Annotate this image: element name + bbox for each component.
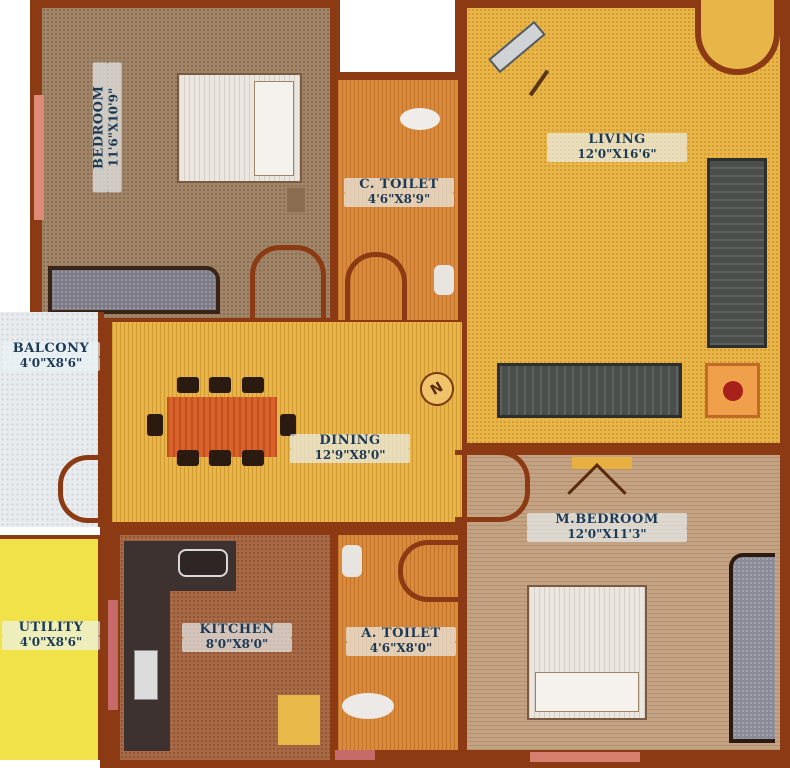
room-balcony: BALCONY 4'0"X8'6" <box>0 312 104 527</box>
lamp-icon <box>528 69 550 97</box>
label-utility: UTILITY 4'0"X8'6" <box>2 620 100 650</box>
label-m-bedroom: M.BEDROOM 12'0"X11'3" <box>527 512 687 542</box>
c-toilet-dimensions: 4'6"X8'9" <box>344 192 454 207</box>
bedroom-window <box>34 95 44 220</box>
chair-icon <box>209 377 231 393</box>
balcony-door-arc <box>58 455 108 523</box>
chair-icon <box>242 450 264 466</box>
sofa-vertical-icon <box>707 158 767 348</box>
m-bedroom-door-arc <box>455 450 530 522</box>
wash-basin-icon <box>400 108 440 130</box>
label-a-toilet: A. TOILET 4'6"X8'0" <box>346 626 456 656</box>
sofa-horizontal-icon <box>497 363 682 418</box>
room-bedroom: BEDROOM 11'6"X10'9" <box>42 8 330 318</box>
kitchen-dimensions: 8'0"X8'0" <box>182 637 292 652</box>
balcony-dimensions: 4'0"X8'6" <box>2 356 100 371</box>
chair-icon <box>242 377 264 393</box>
label-balcony: BALCONY 4'0"X8'6" <box>2 341 100 371</box>
room-kitchen: KITCHEN 8'0"X8'0" <box>120 535 330 760</box>
side-table-icon <box>705 363 760 418</box>
kitchen-name: KITCHEN <box>182 622 292 638</box>
bedroom-name: BEDROOM <box>92 62 108 193</box>
room-utility: UTILITY 4'0"X8'6" <box>0 535 104 760</box>
bedroom-door-arc <box>250 245 326 325</box>
bedroom-dimensions: 11'6"X10'9" <box>107 62 122 193</box>
a-toilet-name: A. TOILET <box>346 626 456 642</box>
living-dimensions: 12'0"X16'6" <box>547 147 687 162</box>
pillow-icon <box>535 672 639 712</box>
window-marker <box>572 457 632 469</box>
room-dining: N DINING 12'9"X8'0" <box>112 322 462 522</box>
m-bedroom-name: M.BEDROOM <box>527 512 687 528</box>
wc-icon <box>342 693 394 719</box>
compass-icon: N <box>413 365 461 413</box>
bed-icon <box>527 585 647 720</box>
chair-icon <box>177 450 199 466</box>
c-toilet-name: C. TOILET <box>344 177 454 193</box>
m-bedroom-dimensions: 12'0"X11'3" <box>527 527 687 542</box>
living-name: LIVING <box>547 132 687 148</box>
label-bedroom: BEDROOM 11'6"X10'9" <box>92 62 122 193</box>
label-kitchen: KITCHEN 8'0"X8'0" <box>182 622 292 652</box>
sink-icon <box>134 650 158 700</box>
utility-dimensions: 4'0"X8'6" <box>2 635 100 650</box>
a-toilet-door-arc <box>398 540 458 602</box>
dining-table-icon <box>167 397 277 457</box>
dining-dimensions: 12'9"X8'0" <box>290 448 410 463</box>
side-table-icon <box>287 188 305 212</box>
bed-icon <box>177 73 302 183</box>
a-toilet-dimensions: 4'6"X8'0" <box>346 641 456 656</box>
wardrobe-icon <box>729 553 775 743</box>
chair-icon <box>147 414 163 436</box>
balcony-name: BALCONY <box>2 341 100 357</box>
label-living: LIVING 12'0"X16'6" <box>547 132 687 162</box>
chair-icon <box>280 414 296 436</box>
a-toilet-window <box>335 750 375 760</box>
pillow-icon <box>254 81 294 176</box>
m-bedroom-window <box>530 752 640 762</box>
living-entry-arc <box>695 0 780 75</box>
fridge-icon <box>278 695 320 745</box>
chair-icon <box>209 450 231 466</box>
lamp-icon <box>723 381 743 401</box>
dining-name: DINING <box>290 433 410 449</box>
wash-basin-icon <box>342 545 362 577</box>
kitchen-counter-side <box>124 541 170 751</box>
utility-name: UTILITY <box>2 620 100 636</box>
room-living: LIVING 12'0"X16'6" <box>467 8 780 443</box>
label-dining: DINING 12'9"X8'0" <box>290 433 410 463</box>
kitchen-window <box>108 600 118 710</box>
plant-icon <box>488 20 546 74</box>
c-toilet-door-arc <box>345 252 407 320</box>
wc-icon <box>434 265 454 295</box>
label-c-toilet: C. TOILET 4'6"X8'9" <box>344 177 454 207</box>
stove-icon <box>178 549 228 577</box>
wardrobe-icon <box>48 266 220 314</box>
chair-icon <box>177 377 199 393</box>
